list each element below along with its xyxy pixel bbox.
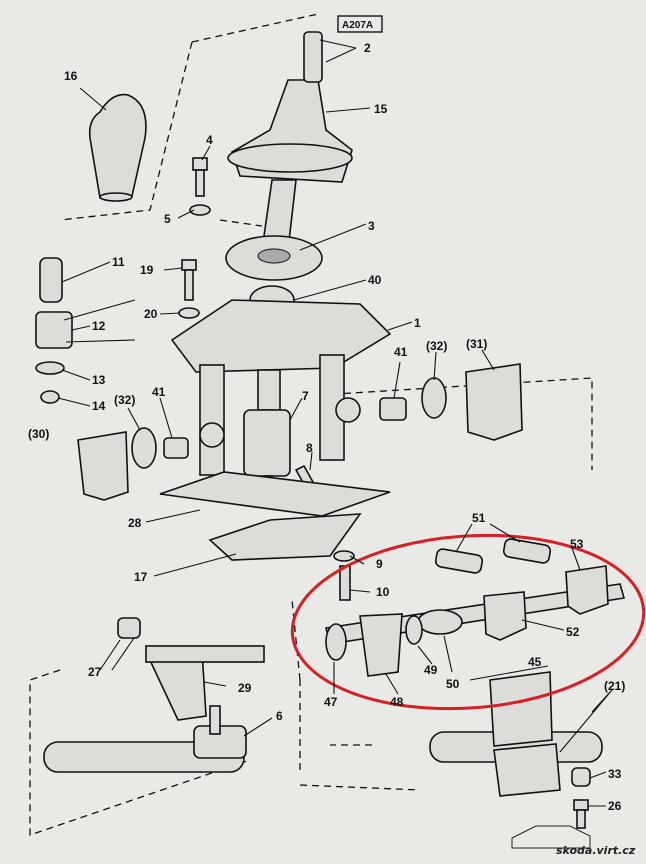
part-11-pin bbox=[39, 257, 63, 303]
callout-52: 52 bbox=[566, 625, 580, 639]
callout-8: 8 bbox=[306, 441, 313, 455]
part-13-washer bbox=[35, 361, 65, 375]
callout-9: 9 bbox=[376, 557, 383, 571]
assembly-outline bbox=[29, 13, 593, 836]
callout-2: 2 bbox=[364, 41, 371, 55]
callout-32-right: (32) bbox=[426, 339, 447, 353]
part-30-bracket bbox=[77, 431, 129, 501]
part-12-spring bbox=[35, 299, 136, 349]
callout-17: 17 bbox=[134, 570, 148, 584]
callout-32-left: (32) bbox=[114, 393, 135, 407]
part-41-bushing-left bbox=[163, 437, 189, 459]
part-9-washer bbox=[333, 550, 355, 562]
svg-text:skoda.virt.cz: skoda.virt.cz bbox=[556, 844, 636, 857]
callout-29: 29 bbox=[238, 681, 252, 695]
code-label: A207A bbox=[337, 15, 383, 33]
callout-16: 16 bbox=[64, 69, 78, 83]
callout-53: 53 bbox=[570, 537, 584, 551]
part-16-knob bbox=[88, 93, 147, 202]
callout-45: 45 bbox=[528, 655, 542, 669]
callout-41-right: 41 bbox=[394, 345, 408, 359]
part-27-nut bbox=[117, 617, 141, 639]
part-3-plate bbox=[225, 235, 323, 281]
callout-51: 51 bbox=[472, 511, 486, 525]
part-21-support bbox=[429, 671, 603, 797]
part-32-spacer-right bbox=[421, 377, 447, 419]
part-33-bushing bbox=[571, 767, 591, 787]
callout-20: 20 bbox=[144, 307, 158, 321]
callout-49: 49 bbox=[424, 663, 438, 677]
part-29-lever bbox=[145, 645, 265, 721]
callout-48: 48 bbox=[390, 695, 404, 709]
part-15-boot bbox=[227, 79, 353, 183]
callout-3: 3 bbox=[368, 219, 375, 233]
callout-28: 28 bbox=[128, 516, 142, 530]
callout-40: 40 bbox=[368, 273, 382, 287]
part-14-nut bbox=[40, 390, 60, 404]
callout-5: 5 bbox=[164, 212, 171, 226]
part-20-washer bbox=[178, 307, 200, 319]
part-53-bracket bbox=[565, 565, 609, 615]
part-31-bracket bbox=[465, 363, 523, 441]
part-48-lever bbox=[359, 613, 403, 677]
callout-15: 15 bbox=[374, 102, 388, 116]
callout-19: 19 bbox=[140, 263, 154, 277]
part-10-bolt bbox=[339, 565, 351, 601]
part-47-clip bbox=[325, 623, 347, 661]
callout-labels: 2 15 16 4 5 3 11 19 40 12 20 1 41 (32) (… bbox=[28, 41, 625, 813]
part-49-ring bbox=[405, 615, 423, 645]
part-6-rod bbox=[43, 705, 247, 773]
callout-47: 47 bbox=[324, 695, 338, 709]
part-52-bracket bbox=[483, 591, 527, 641]
part-41-bushing-right bbox=[379, 397, 407, 421]
part-2-lever bbox=[261, 31, 323, 251]
svg-text:A207A: A207A bbox=[342, 20, 373, 31]
watermark: skoda.virt.cz bbox=[511, 825, 636, 857]
part-17-gasket bbox=[208, 513, 362, 561]
callout-14: 14 bbox=[92, 399, 106, 413]
highlight-circle bbox=[290, 533, 646, 711]
callout-33: 33 bbox=[608, 767, 622, 781]
part-26-bolt bbox=[573, 799, 589, 829]
callout-10: 10 bbox=[376, 585, 390, 599]
callout-31: (31) bbox=[466, 337, 487, 351]
part-7-selector bbox=[243, 369, 291, 491]
callout-30: (30) bbox=[28, 427, 49, 441]
callout-27: 27 bbox=[88, 665, 102, 679]
part-50-boot bbox=[417, 609, 463, 635]
callout-11: 11 bbox=[112, 255, 125, 269]
callout-6: 6 bbox=[276, 709, 283, 723]
callout-21: (21) bbox=[604, 679, 625, 693]
part-28-plate bbox=[159, 471, 391, 517]
part-51-pins bbox=[434, 538, 552, 574]
leader-lines bbox=[57, 39, 613, 807]
part-32-spacer-left bbox=[131, 427, 157, 469]
callout-7: 7 bbox=[302, 389, 309, 403]
part-4-bolt bbox=[192, 157, 208, 197]
part-1-housing bbox=[170, 299, 392, 476]
callout-41-left: 41 bbox=[152, 385, 166, 399]
callout-50: 50 bbox=[446, 677, 460, 691]
callout-12: 12 bbox=[92, 319, 106, 333]
callout-1: 1 bbox=[414, 316, 421, 330]
callout-4: 4 bbox=[206, 133, 213, 147]
part-19-bolt bbox=[181, 259, 197, 301]
callout-13: 13 bbox=[92, 373, 106, 387]
callout-26: 26 bbox=[608, 799, 622, 813]
part-5-washer bbox=[189, 204, 211, 216]
